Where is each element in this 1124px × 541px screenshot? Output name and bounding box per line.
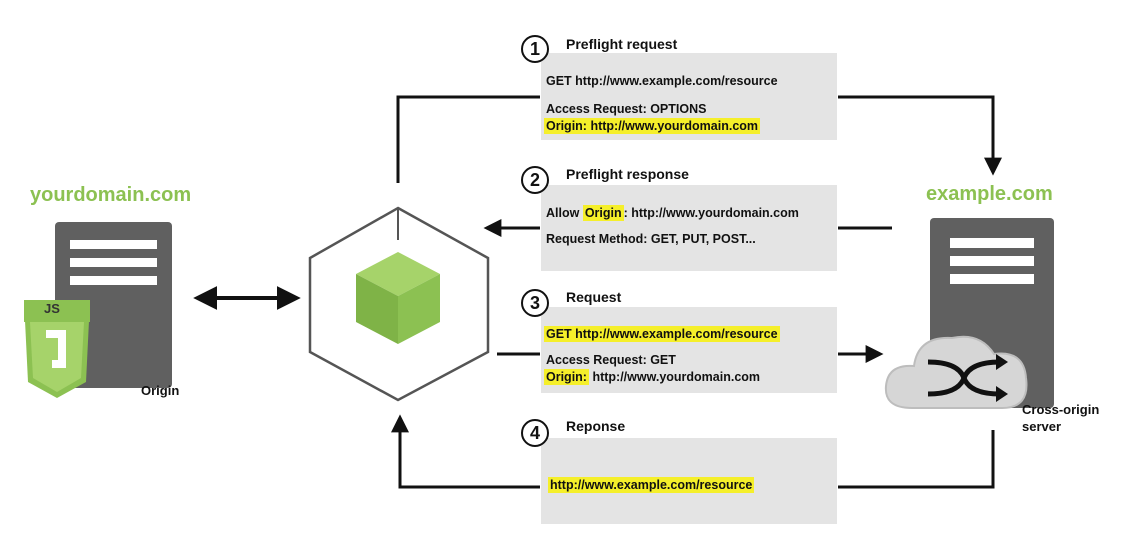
- step4-number-badge: 4: [521, 419, 549, 447]
- step2-number-badge: 2: [521, 166, 549, 194]
- server-caption-line1: Cross-origin: [1022, 402, 1100, 417]
- javascript-shield-icon: [24, 300, 90, 398]
- step3-origin-value: http://www.yourdomain.com: [588, 370, 761, 384]
- step2-allow-suffix: : http://www.yourdomain.com: [623, 206, 799, 220]
- step1-origin-highlight: Origin: http://www.yourdomain.com: [544, 118, 761, 134]
- step3-number-badge: 3: [521, 289, 549, 317]
- step1-line2: Access Request: OPTIONS: [546, 102, 707, 116]
- step3-line2: Access Request: GET: [546, 353, 676, 367]
- step4-title: Reponse: [566, 418, 626, 434]
- cube-gateway-icon: [308, 206, 490, 402]
- cross-origin-cloud-icon: [884, 335, 1028, 409]
- client-domain-label: yourdomain.com: [30, 184, 192, 206]
- step2-line1: Allow Origin: http://www.yourdomain.com: [546, 205, 799, 221]
- step1-line1: GET http://www.example.com/resource: [546, 74, 778, 88]
- step1-line3: Origin: http://www.yourdomain.com: [544, 118, 761, 134]
- step3-line3: Origin: http://www.yourdomain.com: [544, 369, 760, 385]
- server-caption-line2: server: [1022, 419, 1062, 434]
- step3-url-highlight: GET http://www.example.com/resource: [544, 326, 780, 342]
- step2-box: [541, 185, 837, 271]
- step4-url-highlight: http://www.example.com/resource: [548, 477, 755, 493]
- response-line-right: [838, 430, 995, 489]
- preflight-request-line-left: [396, 95, 540, 183]
- step2-title: Preflight response: [566, 166, 689, 182]
- response-arrow: [391, 414, 540, 489]
- server-domain-label: example.com: [926, 183, 1053, 205]
- step3-title: Request: [566, 289, 622, 305]
- step1-number-badge: 1: [521, 35, 549, 63]
- origin-caption: Origin: [141, 383, 180, 398]
- step2-origin-highlight: Origin: [582, 205, 624, 221]
- step2-line2: Request Method: GET, PUT, POST...: [546, 232, 756, 246]
- step3-origin-highlight: Origin:: [544, 369, 589, 385]
- js-badge-label: JS: [44, 301, 60, 316]
- step2-allow-prefix: Allow: [546, 206, 583, 220]
- step3-box: [541, 307, 837, 393]
- preflight-request-arrow: [838, 95, 1002, 176]
- step1-title: Preflight request: [566, 36, 678, 52]
- step3-line1: GET http://www.example.com/resource: [544, 326, 780, 342]
- step4-line1: http://www.example.com/resource: [548, 477, 755, 493]
